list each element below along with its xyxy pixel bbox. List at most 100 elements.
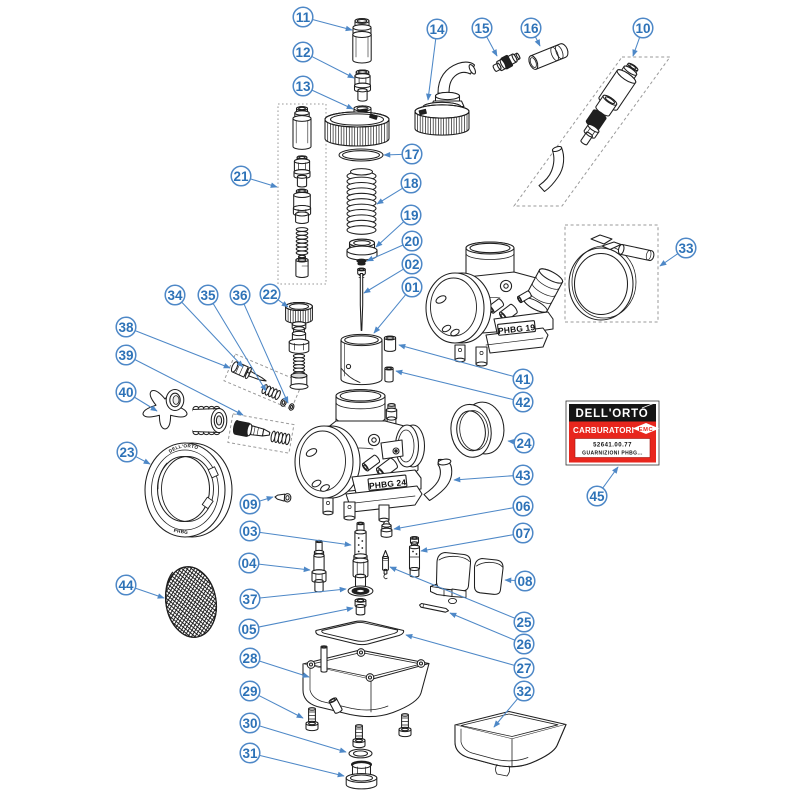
part-fuel-filter-15 [492, 52, 521, 72]
leader-line-35 [212, 303, 267, 392]
callout-number-45: 45 [589, 489, 605, 504]
callout-circle-38 [115, 316, 137, 338]
callout-number-34: 34 [167, 288, 183, 303]
part-star-knob-40 [142, 388, 188, 430]
part-vent-hose-43 [423, 458, 453, 502]
callout-number-28: 28 [242, 651, 258, 666]
leader-line-01 [373, 294, 407, 334]
part-spring-cup-19 [346, 238, 378, 261]
group-air-screw-kit-39 [232, 420, 291, 446]
callout-circle-09 [239, 493, 261, 515]
leader-line-12 [311, 55, 355, 79]
callout-number-31: 31 [242, 746, 258, 761]
part-cable-guide-42 [384, 366, 394, 383]
callout-circle-13 [292, 75, 314, 97]
callout-circle-27 [513, 657, 535, 679]
part-slide-spring-18 [346, 168, 377, 235]
badge-phbg24: PHBG 24 [369, 477, 407, 491]
callout-number-38: 38 [118, 320, 134, 335]
leader-line-37 [259, 586, 347, 599]
callout-number-05: 05 [241, 622, 257, 637]
callout-circle-12 [292, 41, 314, 63]
leader-line-22 [277, 299, 289, 308]
leader-line-07 [420, 534, 514, 553]
callout-circle-39 [115, 344, 137, 366]
part-needle-clip-20 [356, 258, 367, 266]
callout-circle-11 [292, 6, 314, 28]
badge-phbg19: PHBG 19 [498, 322, 536, 336]
leader-line-05 [258, 606, 354, 628]
part-washer-30 [348, 748, 373, 759]
callout-circle-06 [512, 495, 534, 517]
callout-number-23: 23 [119, 445, 135, 460]
part-needle-02 [357, 267, 366, 332]
callout-circle-25 [513, 611, 535, 633]
callout-circle-44 [115, 574, 137, 596]
callout-circle-18 [400, 172, 422, 194]
callout-circle-26 [513, 633, 535, 655]
leader-line-30 [259, 725, 347, 753]
leader-line-06 [393, 507, 514, 531]
part-cable-guide-41 [383, 335, 397, 352]
group-box-fuel-filter-kit [513, 56, 671, 207]
part-intake-ring-23 [144, 442, 233, 538]
callout-number-15: 15 [474, 21, 490, 36]
leader-line-43 [453, 475, 514, 483]
callout-number-37: 37 [242, 592, 257, 607]
part-pilot-jet-06 [380, 520, 393, 538]
part-oring-17 [338, 148, 384, 162]
callout-number-16: 16 [523, 21, 539, 36]
part-float-bowl-28 [302, 645, 430, 718]
callout-number-06: 06 [515, 499, 531, 514]
callout-number-13: 13 [295, 79, 311, 94]
leader-line-26 [449, 612, 516, 641]
leader-line-18 [376, 187, 403, 205]
callout-circle-36 [229, 284, 251, 306]
part-throttle-slide-01 [340, 333, 383, 386]
part-washer-37 [347, 585, 374, 597]
parts-artwork [142, 18, 655, 790]
leader-line-32 [493, 698, 519, 728]
leader-line-11 [312, 19, 353, 32]
group-box-air-screw [227, 413, 295, 454]
part-throttle-knob-39 [192, 405, 228, 436]
leader-line-15 [486, 36, 498, 57]
callout-circle-42 [512, 391, 534, 413]
callout-number-33: 33 [678, 241, 694, 256]
callout-number-26: 26 [516, 637, 532, 652]
sticker-logo-diamond: EMC [632, 422, 660, 435]
leader-line-19 [375, 221, 405, 248]
sticker-description: GUARNIZIONI PHBG... [582, 451, 643, 457]
callout-circle-17 [401, 143, 423, 165]
part-float-valve-25 [382, 549, 389, 580]
leader-line-04 [258, 563, 311, 573]
callout-circle-31 [239, 742, 261, 764]
leader-line-24 [507, 439, 515, 445]
leader-line-03 [259, 531, 352, 547]
callout-circle-23 [116, 441, 138, 463]
part-idle-jet-07 [408, 536, 421, 578]
callout-circle-05 [238, 618, 260, 640]
leader-line-23 [135, 456, 151, 465]
leader-line-29 [258, 694, 304, 719]
callout-number-10: 10 [635, 21, 650, 36]
group-box-cable-kit [277, 103, 327, 285]
callout-number-27: 27 [516, 661, 531, 676]
leader-line-27 [405, 633, 515, 666]
callout-circle-19 [400, 204, 422, 226]
leader-line-31 [259, 754, 345, 778]
callout-number-07: 07 [515, 526, 530, 541]
part-atomizer-03 [352, 521, 369, 588]
leader-line-45 [602, 466, 619, 489]
callout-circle-15 [471, 17, 493, 39]
part-bowl-screw-29b [398, 713, 412, 738]
callout-number-02: 02 [404, 257, 419, 272]
leader-line-38 [134, 330, 231, 369]
callout-circle-04 [238, 552, 260, 574]
callout-circle-03 [239, 520, 261, 542]
callout-circle-24 [513, 432, 535, 454]
callout-circle-34 [164, 284, 186, 306]
callout-circle-35 [197, 284, 219, 306]
